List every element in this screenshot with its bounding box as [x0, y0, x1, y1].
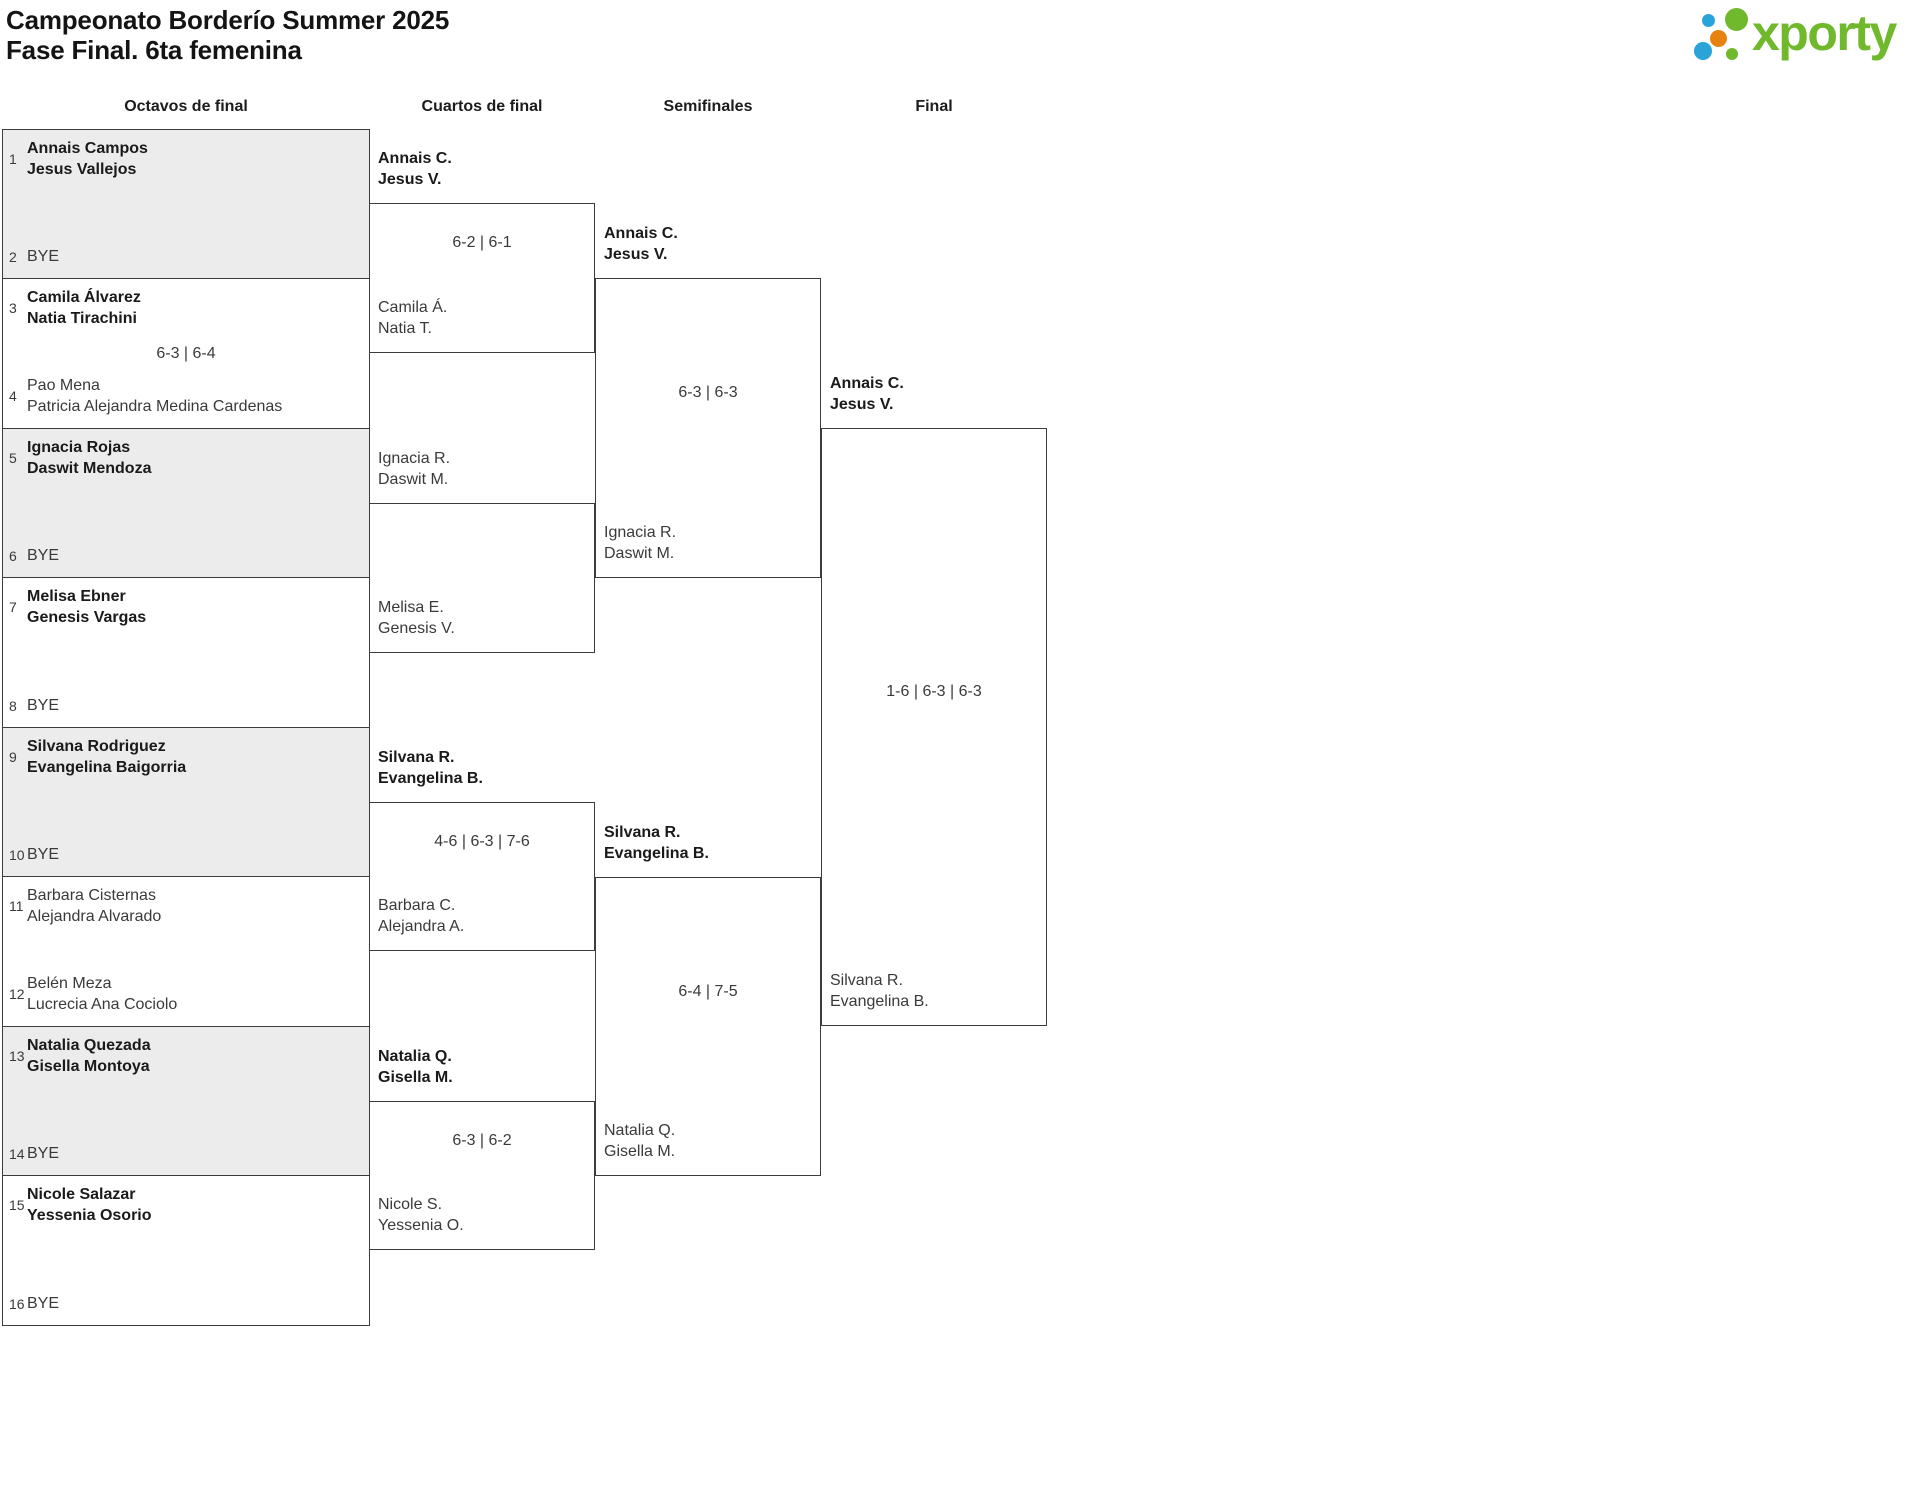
- match-box-r16-1: 1 Annais Campos Jesus Vallejos 2 BYE: [2, 129, 370, 279]
- match-score: 6-3 | 6-4: [156, 344, 216, 362]
- team-row: 11 Barbara Cisternas Alejandra Alvarado: [3, 885, 369, 927]
- match-box-final: Annais C. Jesus V. 1-6 | 6-3 | 6-3 Silva…: [821, 375, 1047, 1026]
- team-names: Natalia Quezada Gisella Montoya: [27, 1037, 151, 1075]
- team-row: 4 Pao Mena Patricia Alejandra Medina Car…: [3, 375, 369, 417]
- team-row: 16 BYE: [3, 1293, 369, 1314]
- participant-label-winner: Silvana R. Evangelina B.: [378, 749, 483, 787]
- participant-label-winner: Annais C. Jesus V.: [604, 225, 678, 263]
- round-header-octavos: Octavos de final: [124, 98, 248, 115]
- round-header-final: Final: [915, 98, 953, 115]
- seed-number: 12: [9, 986, 25, 1002]
- match-box-r16-8: 15 Nicole Salazar Yessenia Osorio 16 BYE: [2, 1175, 370, 1326]
- match-score: 6-4 | 7-5: [678, 982, 738, 1000]
- seed-number: 8: [9, 697, 17, 714]
- team-row: 7 Melisa Ebner Genesis Vargas: [3, 586, 369, 628]
- team-names: Melisa Ebner Genesis Vargas: [27, 588, 147, 626]
- match-box-sf-1: Annais C. Jesus V. 6-3 | 6-3 Ignacia R. …: [595, 225, 821, 578]
- seed-number: 7: [9, 599, 17, 615]
- seed-number: 3: [9, 300, 17, 316]
- seed-number: 2: [9, 248, 17, 265]
- match-score: 6-3 | 6-3: [678, 384, 738, 401]
- team-row: 9 Silvana Rodriguez Evangelina Baigorria: [3, 736, 369, 778]
- match-box-r16-7: 13 Natalia Quezada Gisella Montoya 14 BY…: [2, 1026, 370, 1176]
- seed-number: 9: [9, 749, 17, 765]
- seed-number: 14: [9, 1145, 25, 1162]
- logo-dot-orange: [1710, 30, 1727, 47]
- seed-number: 11: [9, 898, 24, 914]
- match-box-qf-4: Natalia Q. Gisella M. 6-3 | 6-2 Nicole S…: [369, 1048, 595, 1250]
- team-names: Ignacia Rojas Daswit Mendoza: [27, 439, 152, 477]
- seed-number: 5: [9, 450, 17, 466]
- round-header-cuartos: Cuartos de final: [421, 98, 543, 115]
- team-names: Nicole Salazar Yessenia Osorio: [27, 1186, 152, 1224]
- team-names: Silvana Rodriguez Evangelina Baigorria: [27, 738, 187, 776]
- participant-label: Silvana R. Evangelina B.: [830, 972, 929, 1010]
- bye-label: BYE: [27, 1295, 60, 1312]
- match-score: 4-6 | 6-3 | 7-6: [434, 832, 530, 850]
- seed-number: 4: [9, 388, 17, 404]
- logo-dot-green-large: [1725, 8, 1748, 31]
- match-score: 1-6 | 6-3 | 6-3: [886, 683, 982, 700]
- participant-label: Natalia Q. Gisella M.: [604, 1122, 676, 1160]
- team-row: 13 Natalia Quezada Gisella Montoya: [3, 1035, 369, 1077]
- participant-label: Nicole S. Yessenia O.: [378, 1196, 464, 1234]
- match-box-sf-2: Silvana R. Evangelina B. 6-4 | 7-5 Natal…: [595, 824, 821, 1176]
- participant-label: Ignacia R. Daswit M.: [378, 450, 451, 488]
- match-box-r16-3: 5 Ignacia Rojas Daswit Mendoza 6 BYE: [2, 428, 370, 578]
- page-title: Campeonato Borderío Summer 2025 Fase Fin…: [6, 5, 449, 65]
- team-names: Pao Mena Patricia Alejandra Medina Carde…: [27, 377, 283, 415]
- logo-dot-green-small: [1726, 48, 1738, 60]
- logo-dot-blue-large: [1694, 42, 1712, 60]
- bye-label: BYE: [27, 846, 60, 863]
- team-row: 1 Annais Campos Jesus Vallejos: [3, 138, 369, 180]
- participant-label: Camila Á. Natia T.: [378, 299, 448, 337]
- team-names: Camila Álvarez Natia Tirachini: [27, 289, 141, 327]
- match-box-r16-4: 7 Melisa Ebner Genesis Vargas 8 BYE: [2, 577, 370, 728]
- team-row: 8 BYE: [3, 695, 369, 716]
- match-score: 6-2 | 6-1: [452, 234, 512, 251]
- seed-number: 1: [9, 151, 17, 167]
- team-row: 2 BYE: [3, 246, 369, 267]
- match-box-qf-3: Silvana R. Evangelina B. 4-6 | 6-3 | 7-6…: [369, 749, 595, 951]
- seed-number: 13: [9, 1048, 25, 1064]
- match-score: 6-3 | 6-2: [452, 1131, 512, 1149]
- bye-label: BYE: [27, 547, 60, 564]
- participant-label-winner: Silvana R. Evangelina B.: [604, 824, 709, 862]
- page-title-line1: Campeonato Borderío Summer 2025: [6, 5, 450, 35]
- round-header-semifinales: Semifinales: [663, 98, 753, 115]
- team-row: 5 Ignacia Rojas Daswit Mendoza: [3, 437, 369, 479]
- bye-label: BYE: [27, 697, 60, 714]
- logo-dot-blue-small: [1702, 14, 1715, 27]
- xporty-logo[interactable]: xporty: [1690, 0, 1920, 75]
- participant-label: Melisa E. Genesis V.: [378, 599, 455, 637]
- match-box-r16-6: 11 Barbara Cisternas Alejandra Alvarado …: [2, 876, 370, 1027]
- logo-wordmark: xporty: [1752, 5, 1897, 61]
- team-names: Barbara Cisternas Alejandra Alvarado: [27, 887, 162, 925]
- match-box-qf-2: Ignacia R. Daswit M. Melisa E. Genesis V…: [369, 450, 595, 653]
- match-box-qf-1: Annais C. Jesus V. 6-2 | 6-1 Camila Á. N…: [369, 150, 595, 353]
- seed-number: 16: [9, 1295, 25, 1312]
- seed-number: 15: [9, 1197, 25, 1213]
- participant-label-winner: Annais C. Jesus V.: [830, 375, 904, 413]
- participant-label: Barbara C. Alejandra A.: [378, 897, 465, 935]
- participant-label-winner: Annais C. Jesus V.: [378, 150, 452, 188]
- match-box-r16-2: 3 Camila Álvarez Natia Tirachini 6-3 | 6…: [2, 278, 370, 429]
- match-box-r16-5: 9 Silvana Rodriguez Evangelina Baigorria…: [2, 727, 370, 877]
- seed-number: 6: [9, 547, 17, 564]
- team-row: 3 Camila Álvarez Natia Tirachini: [3, 287, 369, 329]
- team-row: 12 Belén Meza Lucrecia Ana Cociolo: [3, 973, 369, 1015]
- team-names: Annais Campos Jesus Vallejos: [27, 140, 148, 178]
- team-row: 6 BYE: [3, 545, 369, 566]
- seed-number: 10: [9, 846, 25, 863]
- team-row: 15 Nicole Salazar Yessenia Osorio: [3, 1184, 369, 1226]
- bye-label: BYE: [27, 248, 60, 265]
- bye-label: BYE: [27, 1145, 60, 1162]
- participant-label-winner: Natalia Q. Gisella M.: [378, 1048, 453, 1086]
- team-row: 10 BYE: [3, 844, 369, 865]
- participant-label: Ignacia R. Daswit M.: [604, 524, 677, 562]
- team-names: Belén Meza Lucrecia Ana Cociolo: [27, 975, 178, 1013]
- team-row: 14 BYE: [3, 1143, 369, 1164]
- page-title-line2: Fase Final. 6ta femenina: [6, 35, 302, 65]
